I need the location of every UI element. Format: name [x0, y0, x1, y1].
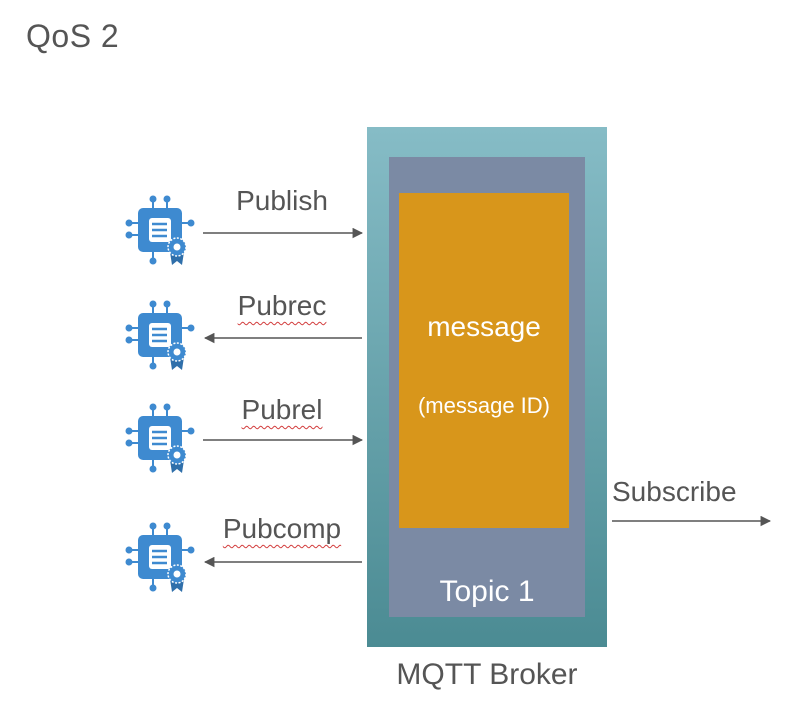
subscribe-label: Subscribe [612, 476, 737, 507]
flow-label-publish: Publish [236, 185, 328, 216]
message-label: message [427, 311, 541, 342]
diagram-title: QoS 2 [26, 18, 120, 54]
topic-box: message (message ID) Topic 1 [389, 157, 585, 617]
message-box: message (message ID) [399, 193, 569, 528]
flow-label-pubrel: Pubrel [241, 394, 323, 425]
iot-device-certificate-icon [125, 195, 195, 265]
mqtt-broker: message (message ID) Topic 1 [367, 127, 607, 647]
iot-device-certificate-icon [125, 300, 195, 370]
flow-label-pubrec: Pubrec [237, 290, 327, 321]
topic-label: Topic 1 [439, 575, 535, 608]
iot-device-certificate-icon [125, 403, 195, 473]
flow-label-pubcomp: Pubcomp [222, 513, 342, 544]
iot-device-certificate-icon [125, 522, 195, 592]
message-id-label: (message ID) [417, 393, 551, 418]
broker-label: MQTT Broker [396, 658, 578, 691]
